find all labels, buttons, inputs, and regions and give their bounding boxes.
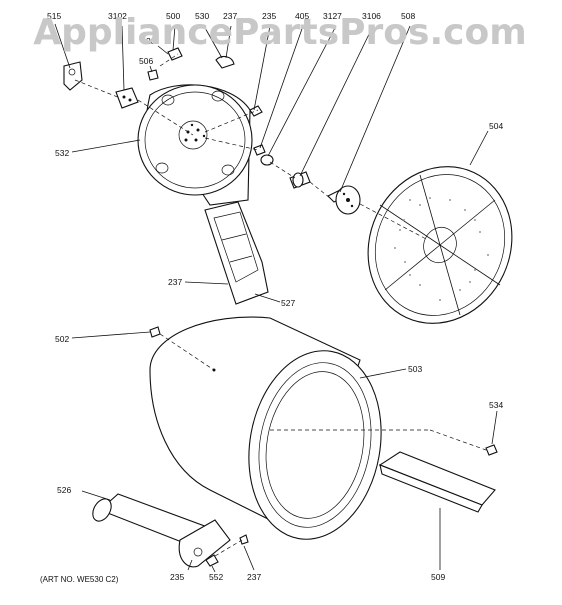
label-502: 502 [55,334,69,344]
label-237-bottom: 237 [247,572,261,582]
label-3127: 3127 [323,11,342,21]
part-labels: 515 3102 500 530 237 235 405 3127 3106 5… [40,11,503,584]
drum-shaft-3106 [327,185,361,215]
support-bracket-527 [204,201,269,305]
label-506: 506 [139,56,153,66]
drum-503 [149,316,382,540]
label-509: 509 [431,572,445,582]
rear-bulkhead [137,84,253,206]
label-3106: 3106 [362,11,381,21]
baffle-509 [378,451,496,513]
label-532: 532 [55,148,69,158]
leader-lines [54,23,498,573]
small-parts-top [147,47,235,81]
label-405: 405 [295,11,309,21]
heater-526 [92,493,249,568]
label-503: 503 [408,364,422,374]
label-23: 23 [146,36,156,46]
label-552: 552 [209,572,223,582]
label-515: 515 [47,11,61,21]
bracket-3102 [115,87,139,109]
label-534: 534 [489,400,503,410]
art-number: (ART NO. WE530 C2) [40,575,119,584]
label-237-top: 237 [223,11,237,21]
label-237-mid: 237 [168,277,182,287]
drum-rear-panel-504 [367,166,513,324]
label-530: 530 [195,11,209,21]
shaft-hardware [249,105,311,189]
label-504: 504 [489,121,503,131]
label-235-bottom: 235 [170,572,184,582]
assembly-lines [74,53,487,557]
screw-534 [485,444,498,456]
label-500: 500 [166,11,180,21]
label-508: 508 [401,11,415,21]
label-235-top: 235 [262,11,276,21]
label-3102: 3102 [108,11,127,21]
clip-515 [63,61,83,91]
screw-502 [149,326,161,338]
label-526: 526 [57,485,71,495]
label-527: 527 [281,298,295,308]
